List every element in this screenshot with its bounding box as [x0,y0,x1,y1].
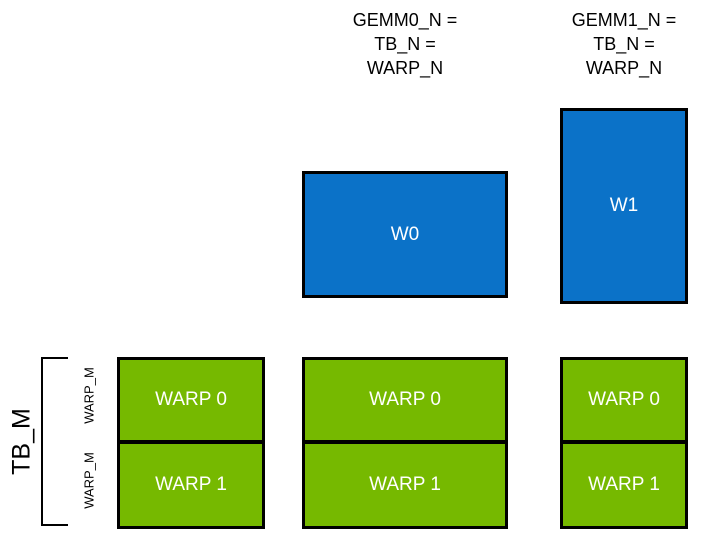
thread-block-cell-warp1: WARP 1 [560,441,688,529]
thread-block-cell-warp0: WARP 0 [302,357,508,443]
warp-tile-w1: W1 [560,108,688,304]
thread-block-cell-warp0: WARP 0 [117,357,265,443]
warp-tile-w0: W0 [302,171,508,298]
axis-label-warp-m-lower: WARP_M [81,452,97,509]
thread-block-cell-warp1: WARP 1 [117,441,265,529]
column-caption-gemm1: GEMM1_N = TB_N = WARP_N [571,10,677,78]
thread-block-column-1: WARP 0 WARP 1 [302,357,508,529]
column-caption-gemm0: GEMM0_N = TB_N = WARP_N [352,10,458,78]
thread-block-column-2: WARP 0 WARP 1 [560,357,688,529]
tb-m-bracket [41,357,68,526]
axis-label-warp-m-upper: WARP_M [81,367,97,424]
axis-label-tb-m: TB_M [7,408,36,475]
thread-block-cell-warp1: WARP 1 [302,441,508,529]
thread-block-cell-warp0: WARP 0 [560,357,688,443]
thread-block-column-0: WARP 0 WARP 1 [117,357,265,529]
